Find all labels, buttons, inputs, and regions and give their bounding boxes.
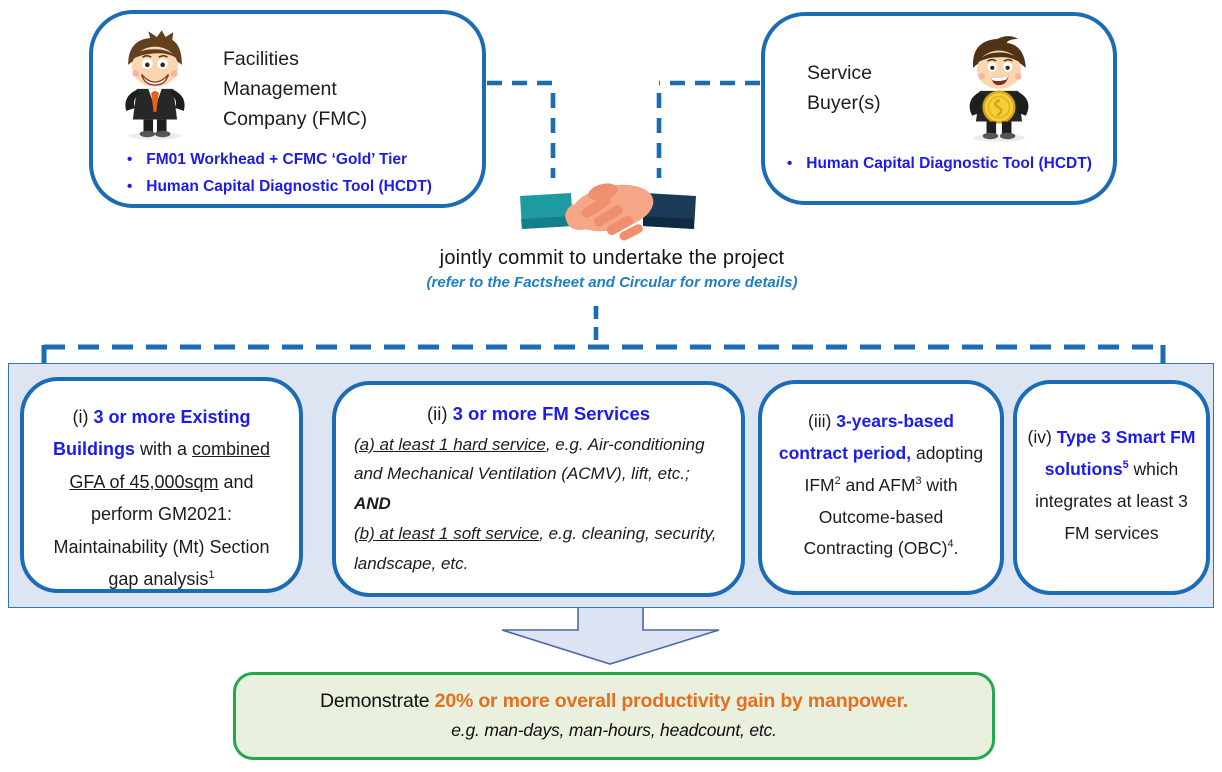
down-arrow-icon bbox=[501, 605, 720, 665]
criterion-2a-underlined: (a) at least 1 hard service bbox=[354, 434, 546, 454]
criterion-3-part3: with Outcome-based Contracting (OBC) bbox=[803, 474, 958, 559]
criterion-3-footnote-4: 4 bbox=[947, 538, 954, 551]
criterion-2b-rest: , e.g. cleaning, security, landscape, et… bbox=[354, 523, 717, 573]
fmc-bullet-2-text: Human Capital Diagnostic Tool (HCDT) bbox=[146, 178, 432, 196]
criterion-2-heading: (ii) 3 or more FM Services bbox=[354, 399, 723, 429]
bullet-dot-icon: • bbox=[127, 151, 133, 168]
criterion-box-3: (iii) 3-years-based contract period, ado… bbox=[758, 380, 1004, 595]
criterion-2a-and: AND bbox=[354, 494, 391, 514]
criterion-4-footnote-5: 5 bbox=[1122, 459, 1129, 472]
outcome-line-2: e.g. man-days, man-hours, headcount, etc… bbox=[451, 720, 777, 740]
criterion-3-part4: . bbox=[953, 538, 959, 559]
criterion-1-underlined: combined GFA of 45,000sqm bbox=[69, 439, 271, 492]
service-buyer-bullet-list: • Human Capital Diagnostic Tool (HCDT) bbox=[787, 150, 1113, 177]
criterion-box-1: (i) 3 or more Existing Buildings with a … bbox=[20, 377, 303, 593]
criterion-2b-underlined: (b) at least 1 soft service bbox=[354, 523, 540, 543]
fmc-bullet-2: • Human Capital Diagnostic Tool (HCDT) bbox=[127, 173, 482, 200]
criterion-4-prefix: (iv) bbox=[1027, 427, 1057, 447]
commitment-caption: jointly commit to undertake the project … bbox=[312, 247, 912, 291]
fmc-bullet-list: • FM01 Workhead + CFMC ‘Gold’ Tier • Hum… bbox=[127, 146, 482, 201]
commitment-text: jointly commit to undertake the project bbox=[439, 247, 785, 269]
fmc-title: Facilities Management Company (FMC) bbox=[223, 48, 368, 131]
criterion-2-body: (a) at least 1 hard service, e.g. Air-co… bbox=[354, 430, 723, 579]
commitment-note: (refer to the Factsheet and Circular for… bbox=[426, 274, 798, 291]
criterion-3-footnote-2: 2 bbox=[834, 474, 841, 487]
criterion-2a-rest: , e.g. Air-conditioning and Mechanical V… bbox=[354, 434, 705, 484]
service-buyer-bullet-1-text: Human Capital Diagnostic Tool (HCDT) bbox=[806, 155, 1092, 172]
criterion-4-rest: which integrates at least 3 FM services bbox=[1035, 458, 1188, 543]
criterion-3-highlight: 3-years-based contract period, bbox=[778, 411, 954, 463]
criterion-2-prefix: (ii) bbox=[426, 403, 453, 424]
criterion-1-prefix: (i) bbox=[72, 407, 94, 427]
service-buyer-title: Service Buyer(s) bbox=[807, 62, 881, 115]
man-holding-coin-icon bbox=[969, 36, 1029, 142]
outcome-line-1: Demonstrate 20% or more overall producti… bbox=[236, 690, 992, 713]
businessman-icon bbox=[125, 30, 185, 140]
criterion-2-highlight: 3 or more FM Services bbox=[452, 403, 651, 424]
criterion-3-part1: adopting IFM bbox=[804, 442, 984, 495]
criterion-box-2: (ii) 3 or more FM Services (a) at least … bbox=[332, 381, 745, 597]
criterion-1-rest: and perform GM2021: Maintainability (Mt)… bbox=[53, 471, 270, 589]
criterion-1-footnote: 1 bbox=[208, 568, 215, 581]
service-buyer-box: Service Buyer(s) bbox=[761, 12, 1117, 205]
criterion-3-footnote-3: 3 bbox=[915, 474, 922, 487]
service-buyer-bullet-1: • Human Capital Diagnostic Tool (HCDT) bbox=[787, 150, 1113, 177]
criterion-1-mid: with a bbox=[134, 439, 192, 460]
criterion-box-4: (iv) Type 3 Smart FM solutions5 which in… bbox=[1013, 380, 1210, 595]
criterion-3-prefix: (iii) bbox=[808, 411, 837, 431]
outcome-highlight: 20% or more overall productivity gain by… bbox=[434, 690, 909, 712]
bullet-dot-icon: • bbox=[127, 178, 133, 196]
criterion-3-part2: and AFM bbox=[840, 474, 916, 495]
bullet-dot-icon: • bbox=[787, 155, 793, 172]
criterion-4-highlight-text: Type 3 Smart FM solutions bbox=[1044, 427, 1196, 479]
criterion-4-highlight: Type 3 Smart FM solutions5 bbox=[1045, 427, 1196, 479]
outcome-prefix: Demonstrate bbox=[320, 690, 435, 712]
fmc-bullet-1-text: FM01 Workhead + CFMC ‘Gold’ Tier bbox=[146, 151, 408, 168]
handshake-icon bbox=[520, 183, 696, 241]
outcome-box: Demonstrate 20% or more overall producti… bbox=[233, 672, 995, 760]
criterion-1-highlight: 3 or more Existing Buildings bbox=[52, 407, 251, 460]
fmc-box: Facilities Management Company (FMC) • FM… bbox=[89, 10, 486, 208]
fmc-bullet-1: • FM01 Workhead + CFMC ‘Gold’ Tier bbox=[127, 146, 482, 173]
